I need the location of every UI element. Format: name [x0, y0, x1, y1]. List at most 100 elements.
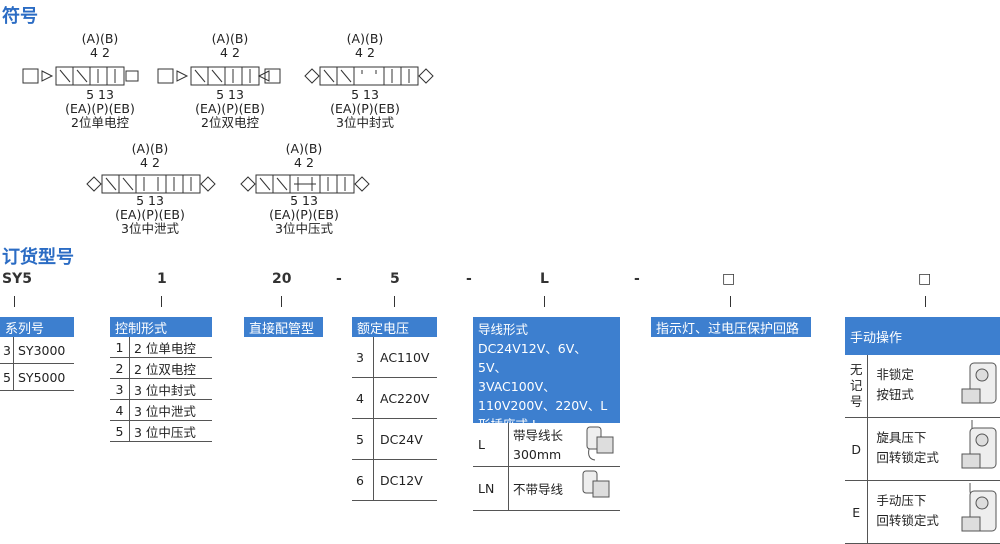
table-row: 1 2 位单电控 [110, 337, 212, 358]
port-letters-bottom: (EA)(P)(EB) [195, 101, 265, 116]
row-desc-line: 旋具压下 [876, 430, 927, 445]
table-row: 2 2 位双电控 [110, 358, 212, 379]
symbols-title: 符号 [2, 6, 38, 27]
code-separator: - [634, 271, 640, 287]
lead-header: 导线形式 DC24V12V、6V、5V、 3VAC100V、 110V200V、… [473, 317, 620, 432]
row-code: 5 [0, 364, 14, 390]
row-code: 1 [110, 337, 130, 357]
row-desc: 手动压下 回转锁定式 [868, 481, 956, 543]
port-letters-top: (A)(B) [81, 31, 119, 46]
table-row: 5 DC24V [352, 419, 437, 460]
hand-lock-manual-icon [961, 483, 997, 532]
series-table: 系列号 3 SY3000 5 SY5000 [0, 317, 74, 391]
port-numbers-top: 4 2 [140, 155, 160, 170]
row-code: L [473, 423, 509, 466]
code-manual: □ [918, 271, 932, 287]
symbol-block: (A)(B) 4 2 [30, 32, 170, 60]
symbol-block-bottom: 5 13 (EA)(P)(EB) 2位单电控 [30, 88, 170, 130]
row-code: D [845, 418, 869, 480]
table-row: LN 不带导线 [473, 467, 620, 511]
voltage-table: 额定电压 3 AC110V 4 AC220V 5 DC24V 6 DC12V [352, 317, 437, 501]
table-row: 无 记 号 非锁定 按钮式 [845, 355, 1000, 418]
valve-symbol-closed-center [304, 66, 434, 86]
tick [730, 296, 731, 307]
table-row: 5 SY5000 [0, 364, 74, 391]
symbol-block: (A)(B) 4 2 [160, 32, 300, 60]
row-value: DC12V [380, 472, 423, 488]
series-header: 系列号 [0, 317, 74, 337]
row-code: 5 [352, 419, 374, 459]
code-lead: L [540, 271, 549, 287]
row-code: 3 [0, 337, 14, 363]
table-row: 4 AC220V [352, 378, 437, 419]
voltage-header: 额定电压 [352, 317, 437, 337]
manual-header: 手动操作 [845, 317, 1000, 355]
lead-header-line: 3VAC100V、 [478, 379, 556, 394]
code-indicator: □ [722, 271, 736, 287]
row-code: 2 [110, 358, 130, 378]
code-series: SY5 [2, 271, 32, 287]
push-button-manual-icon [961, 362, 997, 404]
port-numbers-bottom: 5 13 [290, 193, 318, 208]
screwdriver-lock-manual-icon [961, 420, 997, 469]
symbol-block: (A)(B) 4 2 [80, 142, 220, 170]
row-code: 3 [352, 337, 374, 377]
table-row: 3 AC110V [352, 337, 437, 378]
symbol-block: (A)(B) 4 2 [295, 32, 435, 60]
port-numbers-bottom: 5 13 [136, 193, 164, 208]
row-desc-line: 回转锁定式 [876, 513, 939, 528]
lead-table: 导线形式 DC24V12V、6V、5V、 3VAC100V、 110V200V、… [473, 317, 620, 511]
lead-header-line: 110V200V、220V、L [478, 398, 608, 413]
port-letters-bottom: (EA)(P)(EB) [115, 207, 185, 222]
row-value: 3 位中压式 [134, 424, 196, 440]
tick [394, 296, 395, 307]
order-title: 订货型号 [2, 247, 74, 268]
row-desc-line: 带导线长 [513, 428, 564, 443]
row-desc: 非锁定 按钮式 [868, 355, 956, 417]
row-desc-line: 300mm [513, 447, 562, 462]
port-numbers-top: 4 2 [294, 155, 314, 170]
row-value: SY5000 [18, 369, 66, 385]
symbol-block: (A)(B) 4 2 [234, 142, 374, 170]
tick [281, 296, 282, 307]
port-numbers-bottom: 5 13 [86, 87, 114, 102]
port-letters-bottom: (EA)(P)(EB) [65, 101, 135, 116]
tick [544, 296, 545, 307]
row-value: AC220V [380, 390, 430, 406]
row-code: 无 记 号 [845, 355, 869, 417]
lead-header-line: DC24V12V、6V、5V、 [478, 341, 587, 375]
row-desc-line: 回转锁定式 [876, 450, 939, 465]
port-numbers-top: 4 2 [90, 45, 110, 60]
code-separator: - [336, 271, 342, 287]
port-numbers-bottom: 5 13 [216, 87, 244, 102]
code-control: 1 [157, 271, 167, 287]
port-letters-top: (A)(B) [346, 31, 384, 46]
tick [925, 296, 926, 307]
table-row: 3 SY3000 [0, 337, 74, 364]
row-desc-line: 按钮式 [876, 387, 914, 402]
row-code: LN [473, 467, 509, 510]
row-code: E [845, 481, 869, 543]
connector-without-lead-icon [582, 470, 610, 498]
symbol-name: 2位双电控 [201, 115, 259, 130]
tick [14, 296, 15, 307]
symbol-name: 3位中封式 [336, 115, 394, 130]
table-row: D 旋具压下 回转锁定式 [845, 418, 1000, 481]
code-voltage: 5 [390, 271, 400, 287]
row-value: DC24V [380, 431, 423, 447]
port-letters-bottom: (EA)(P)(EB) [269, 207, 339, 222]
row-value: AC110V [380, 349, 430, 365]
symbol-block-bottom: 5 13 (EA)(P)(EB) 2位双电控 [160, 88, 300, 130]
tick [161, 296, 162, 307]
row-value: 3 位中泄式 [134, 403, 196, 419]
valve-symbol-exhaust-center [86, 174, 216, 194]
port-numbers-top: 4 2 [220, 45, 240, 60]
row-value: 2 位双电控 [134, 361, 196, 377]
row-desc: 旋具压下 回转锁定式 [868, 418, 956, 480]
row-value: 2 位单电控 [134, 340, 196, 356]
port-numbers-bottom: 5 13 [351, 87, 379, 102]
lead-header-line: 导线形式 [478, 322, 529, 337]
row-desc-line: 手动压下 [876, 493, 927, 508]
row-desc-line: 非锁定 [876, 367, 914, 382]
row-code: 3 [110, 379, 130, 399]
